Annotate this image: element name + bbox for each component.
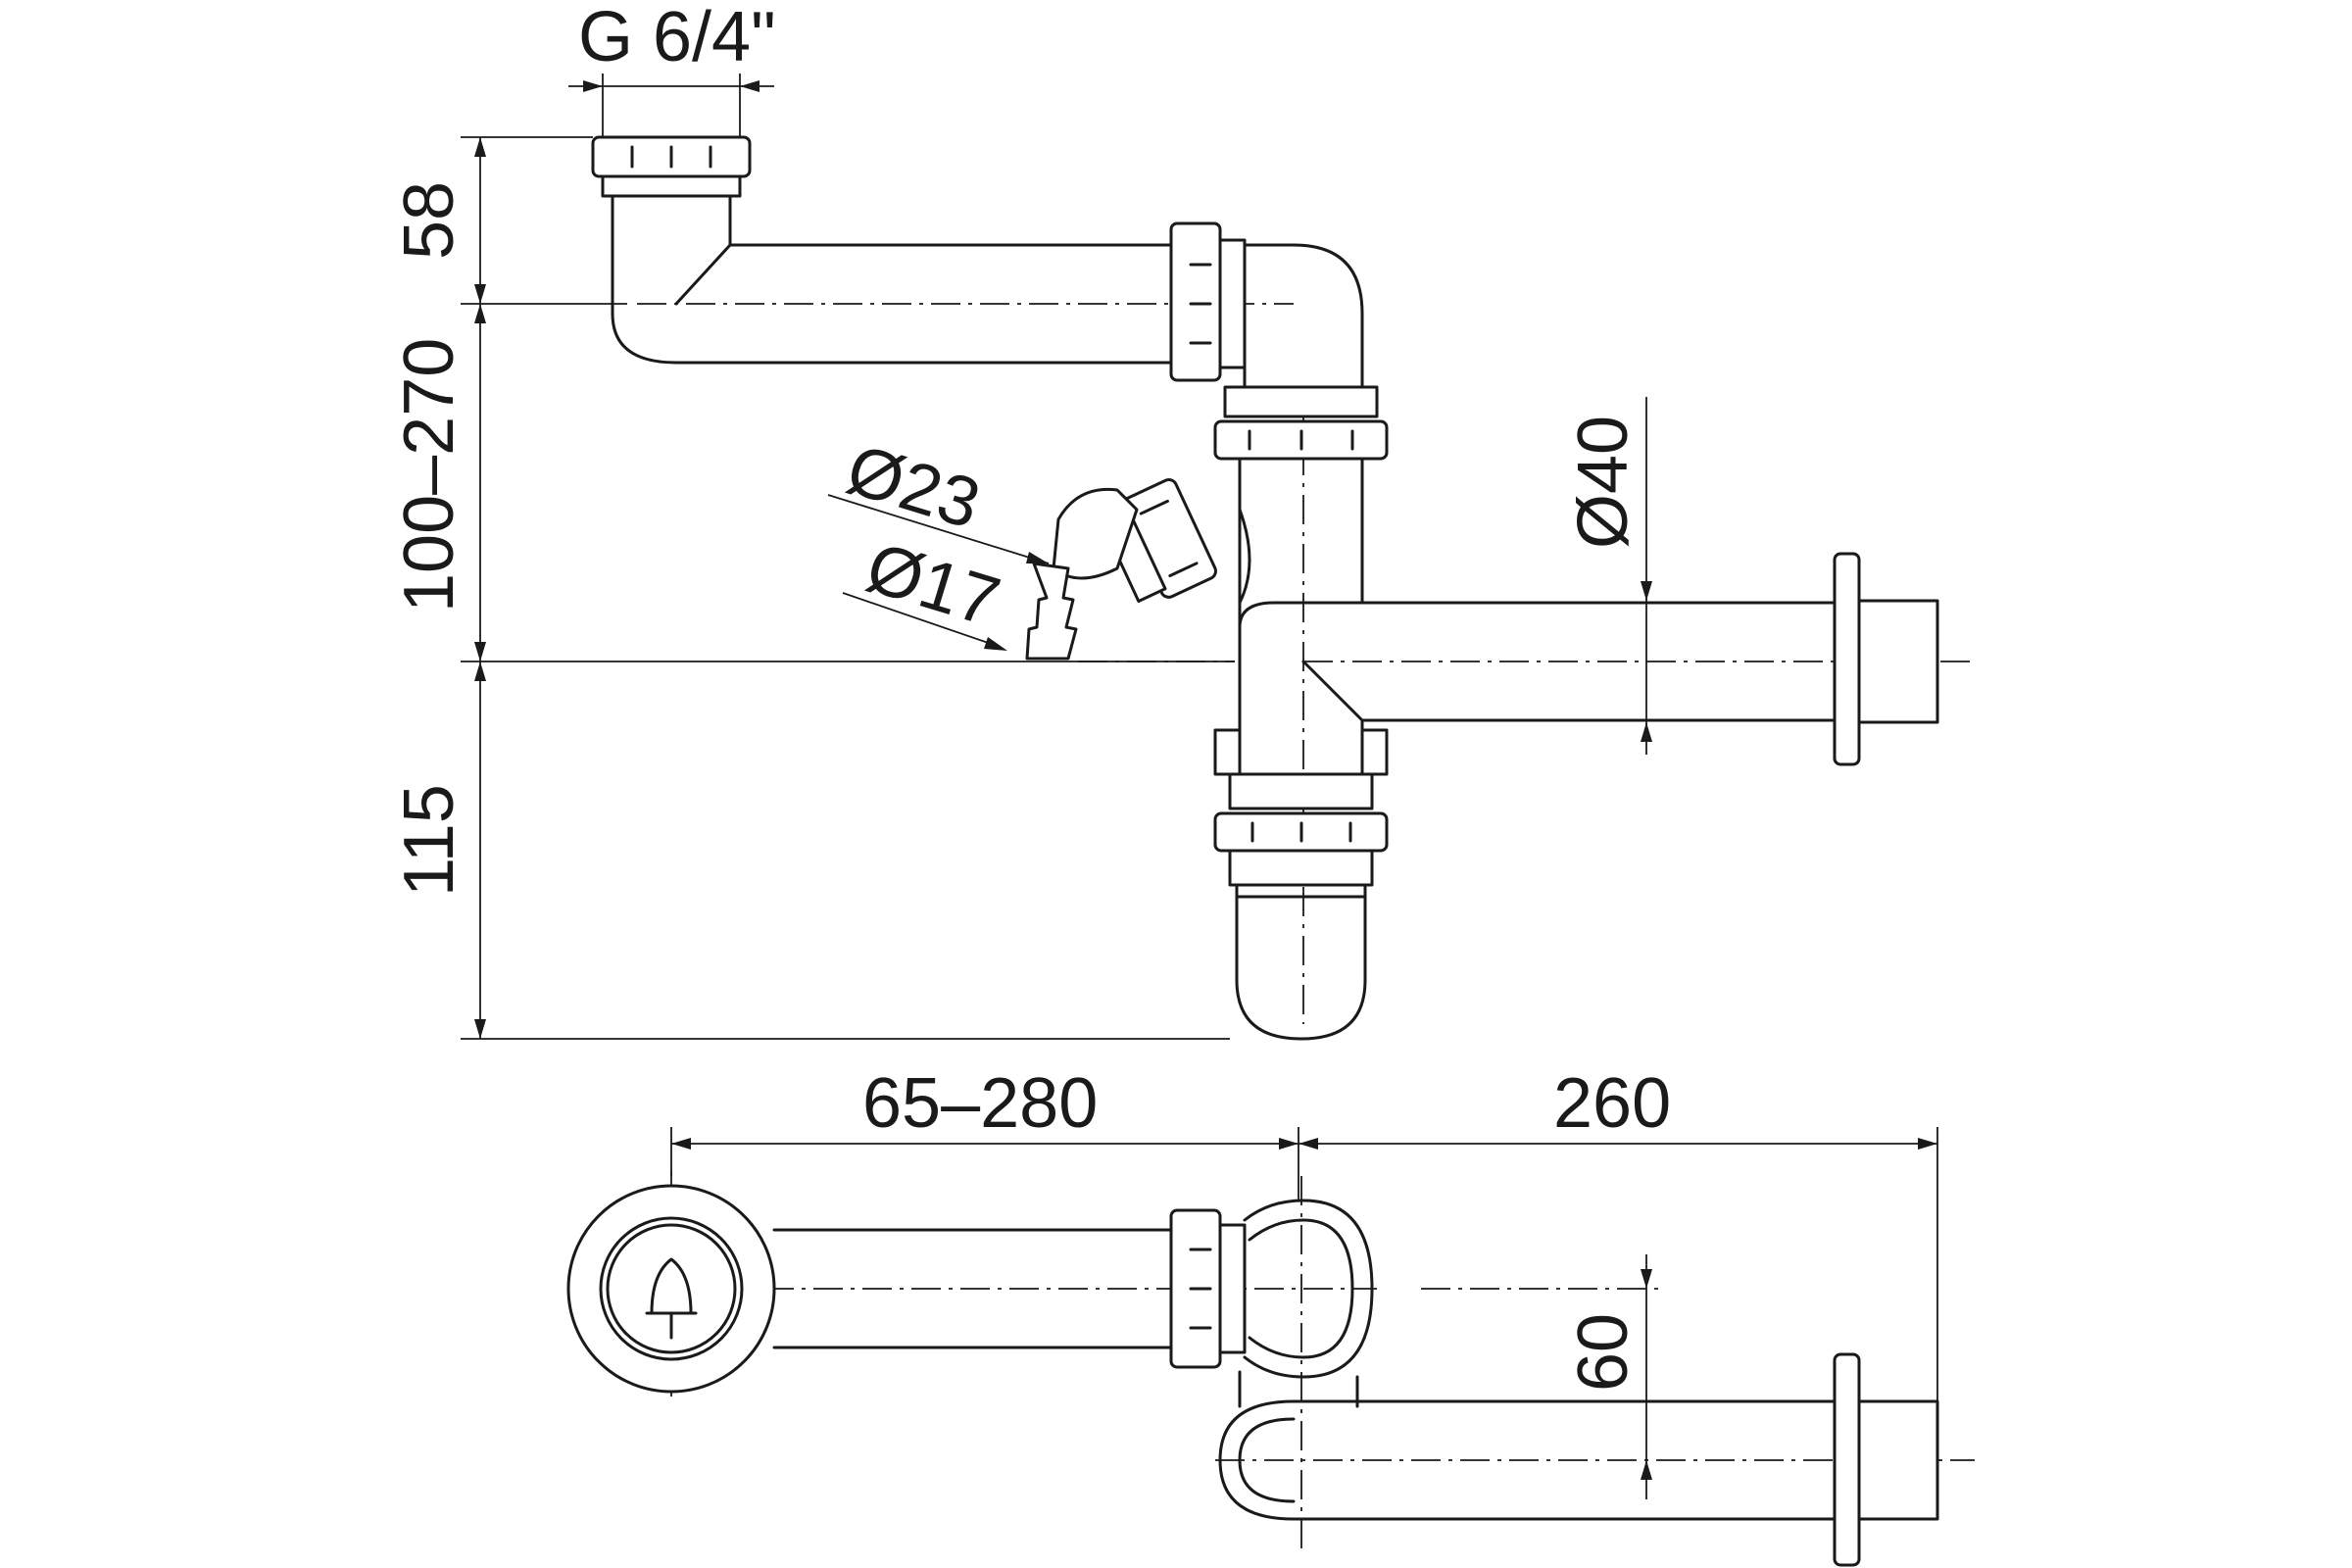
hose-outer-diameter-label: Ø23 bbox=[838, 430, 989, 544]
height-adjust-label: 100–270 bbox=[390, 338, 468, 612]
side-view-dimensions: G 6/4" 58 100–270 115 Ø23 Ø17 Ø40 bbox=[390, 0, 1652, 1040]
outlet-diameter-label: Ø40 bbox=[1564, 416, 1642, 549]
height-bottom-label: 115 bbox=[390, 784, 468, 897]
horizontal-offset-label: 65–280 bbox=[862, 1064, 1098, 1143]
vertical-offset-label: 60 bbox=[1564, 1313, 1642, 1392]
thread-size-label: G 6/4" bbox=[578, 0, 776, 76]
height-top-label: 58 bbox=[390, 181, 468, 260]
outlet-length-label: 260 bbox=[1553, 1064, 1671, 1143]
side-view bbox=[591, 135, 1970, 1041]
top-view bbox=[566, 1171, 1975, 1567]
hose-inner-diameter-label: Ø17 bbox=[858, 528, 1008, 642]
top-view-dimensions: 65–280 260 60 bbox=[670, 1064, 1938, 1499]
